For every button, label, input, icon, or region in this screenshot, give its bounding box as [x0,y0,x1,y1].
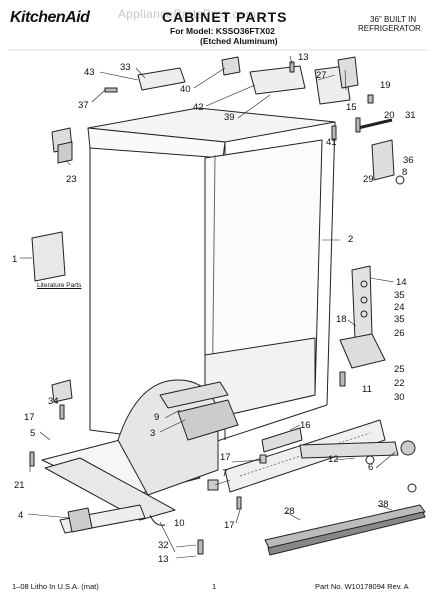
callout-41: 41 [326,137,337,148]
callout-11: 11 [362,384,372,395]
callout-29: 29 [363,174,374,185]
footer-litho: 1–08 Litho In U.S.A. (mat) [12,582,99,591]
callout-numbers: 33 43 37 40 42 39 13 27 19 15 20 31 41 3… [12,52,416,565]
callout-34: 34 [48,396,59,407]
callout-13: 13 [298,52,309,63]
evaporator-cover [117,379,239,496]
callout-39: 39 [224,112,235,123]
literature-parts-label: Literature Parts [37,282,82,289]
kick-plate [264,483,426,556]
callout-2: 2 [348,234,353,245]
callout-10: 10 [174,518,185,529]
callout-5: 5 [30,428,35,439]
callout-13b: 13 [158,554,169,565]
callout-25: 25 [394,364,405,375]
callout-24: 24 [394,302,405,313]
callout-36: 36 [403,155,414,166]
callout-18: 18 [336,314,347,325]
callout-4: 4 [18,510,23,521]
callout-6: 6 [368,462,373,473]
model-line: For Model: KSSO36FTX02 [170,26,275,36]
roller-assembly [299,440,416,465]
callout-12: 12 [328,454,339,465]
hinge-right-bottom [339,265,386,387]
callout-14: 14 [396,277,407,288]
top-brackets [137,56,359,105]
footer-part-number: Part No. W10178094 Rev. A [315,582,409,591]
callout-43: 43 [84,67,95,78]
hinge-right-top [357,118,405,185]
callout-17: 17 [24,412,35,423]
spec-line-2: REFRIGERATOR [358,24,421,33]
callout-27: 27 [316,70,327,81]
callout-19: 19 [380,80,391,91]
footer-page-number: 1 [212,582,217,591]
callout-40: 40 [180,84,191,95]
callout-26: 26 [394,328,405,339]
callout-42: 42 [193,102,204,113]
callout-8: 8 [402,167,407,178]
callout-17c: 17 [224,520,235,531]
hinge-left-top [51,127,73,164]
spec-line-1: 36" BUILT IN [370,15,417,24]
callout-9: 9 [154,412,159,423]
brand-logo: KitchenAid [10,9,90,26]
callout-23: 23 [66,174,77,185]
callout-38: 38 [378,499,389,510]
callout-35b: 35 [394,314,405,325]
callout-30: 30 [394,392,405,403]
callout-21: 21 [14,480,25,491]
callout-32: 32 [158,540,169,551]
callout-33: 33 [120,62,131,73]
screws [104,61,374,555]
literature-parts [31,231,66,282]
callout-20: 20 [384,110,395,121]
cabinet-shell [87,107,336,446]
callout-1: 1 [12,254,17,265]
leader-lines [20,55,396,559]
callout-28: 28 [284,506,295,517]
callout-35: 35 [394,290,405,301]
page-title: CABINET PARTS [162,9,288,25]
callout-22: 22 [394,378,405,389]
watermark: AppliancePartsPros.com [118,7,256,21]
callout-37: 37 [78,100,89,111]
callout-16: 16 [300,420,311,431]
callout-3: 3 [150,428,155,439]
callout-17b: 17 [220,452,231,463]
left-lower-brackets [29,379,73,467]
finish-line: (Etched Aluminum) [200,36,278,46]
callout-7: 7 [222,468,227,479]
callout-15: 15 [346,102,357,113]
callout-31: 31 [405,110,416,121]
